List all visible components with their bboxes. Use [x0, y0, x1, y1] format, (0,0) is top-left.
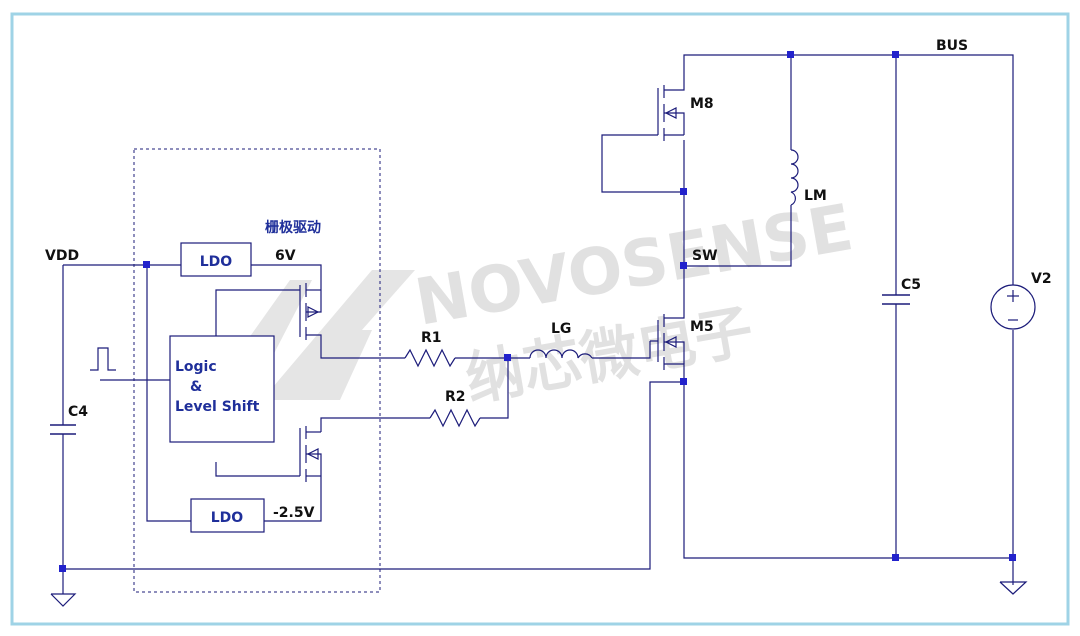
gate-drive-wires [320, 340, 530, 432]
ground-symbol-left [50, 569, 77, 607]
logic-label-line1: Logic [175, 359, 217, 375]
label-bus: BUS [936, 38, 968, 54]
logic-block [169, 335, 275, 443]
ldo-top-block [180, 242, 252, 277]
label-v2: V2 [1031, 271, 1052, 287]
m5-mosfet [592, 310, 685, 370]
label-lg: LG [551, 321, 571, 337]
r1-resistor [404, 348, 456, 368]
driver-internal-wires [62, 264, 322, 569]
power-stage-wires [63, 54, 1014, 582]
logic-label-line2: & [190, 379, 202, 395]
bus-wire [683, 54, 1014, 285]
c5-capacitor [882, 294, 910, 305]
label-6v: 6V [275, 248, 296, 264]
m8-body-loop [601, 134, 684, 193]
label-c4: C4 [68, 404, 88, 420]
gate-driver-box [133, 148, 381, 593]
ldo-bottom-label: LDO [211, 510, 244, 526]
label-vdd: VDD [45, 248, 79, 264]
driver-upper-fet [299, 283, 322, 340]
r2-resistor [429, 408, 481, 428]
junction-dots [59, 51, 1016, 572]
m8-mosfet [657, 80, 685, 141]
label-gate-driver: 栅极驱动 [265, 219, 321, 236]
ground-symbol-right [999, 581, 1028, 595]
kelvin-return-wire [63, 381, 684, 570]
logic-label-line3: Level Shift [175, 399, 260, 415]
m5-source-wire [683, 370, 1013, 559]
v2-source [990, 284, 1036, 330]
label-m8: M8 [690, 96, 714, 112]
label-sw: SW [692, 248, 718, 264]
label-c5: C5 [901, 277, 921, 293]
label-r2: R2 [445, 389, 466, 405]
outer-frame [10, 12, 1070, 626]
label-neg-2-5v: -2.5V [273, 505, 315, 521]
lg-inductor [529, 349, 593, 361]
ldo-bottom-block [190, 498, 265, 533]
ldo-top-label: LDO [200, 254, 233, 270]
label-lm: LM [804, 188, 827, 204]
lm-wire-bottom [684, 205, 792, 267]
c4-capacitor [50, 424, 76, 435]
driver-lower-fet [299, 426, 322, 482]
lm-inductor [790, 149, 799, 206]
label-r1: R1 [421, 330, 442, 346]
label-m5: M5 [690, 319, 714, 335]
